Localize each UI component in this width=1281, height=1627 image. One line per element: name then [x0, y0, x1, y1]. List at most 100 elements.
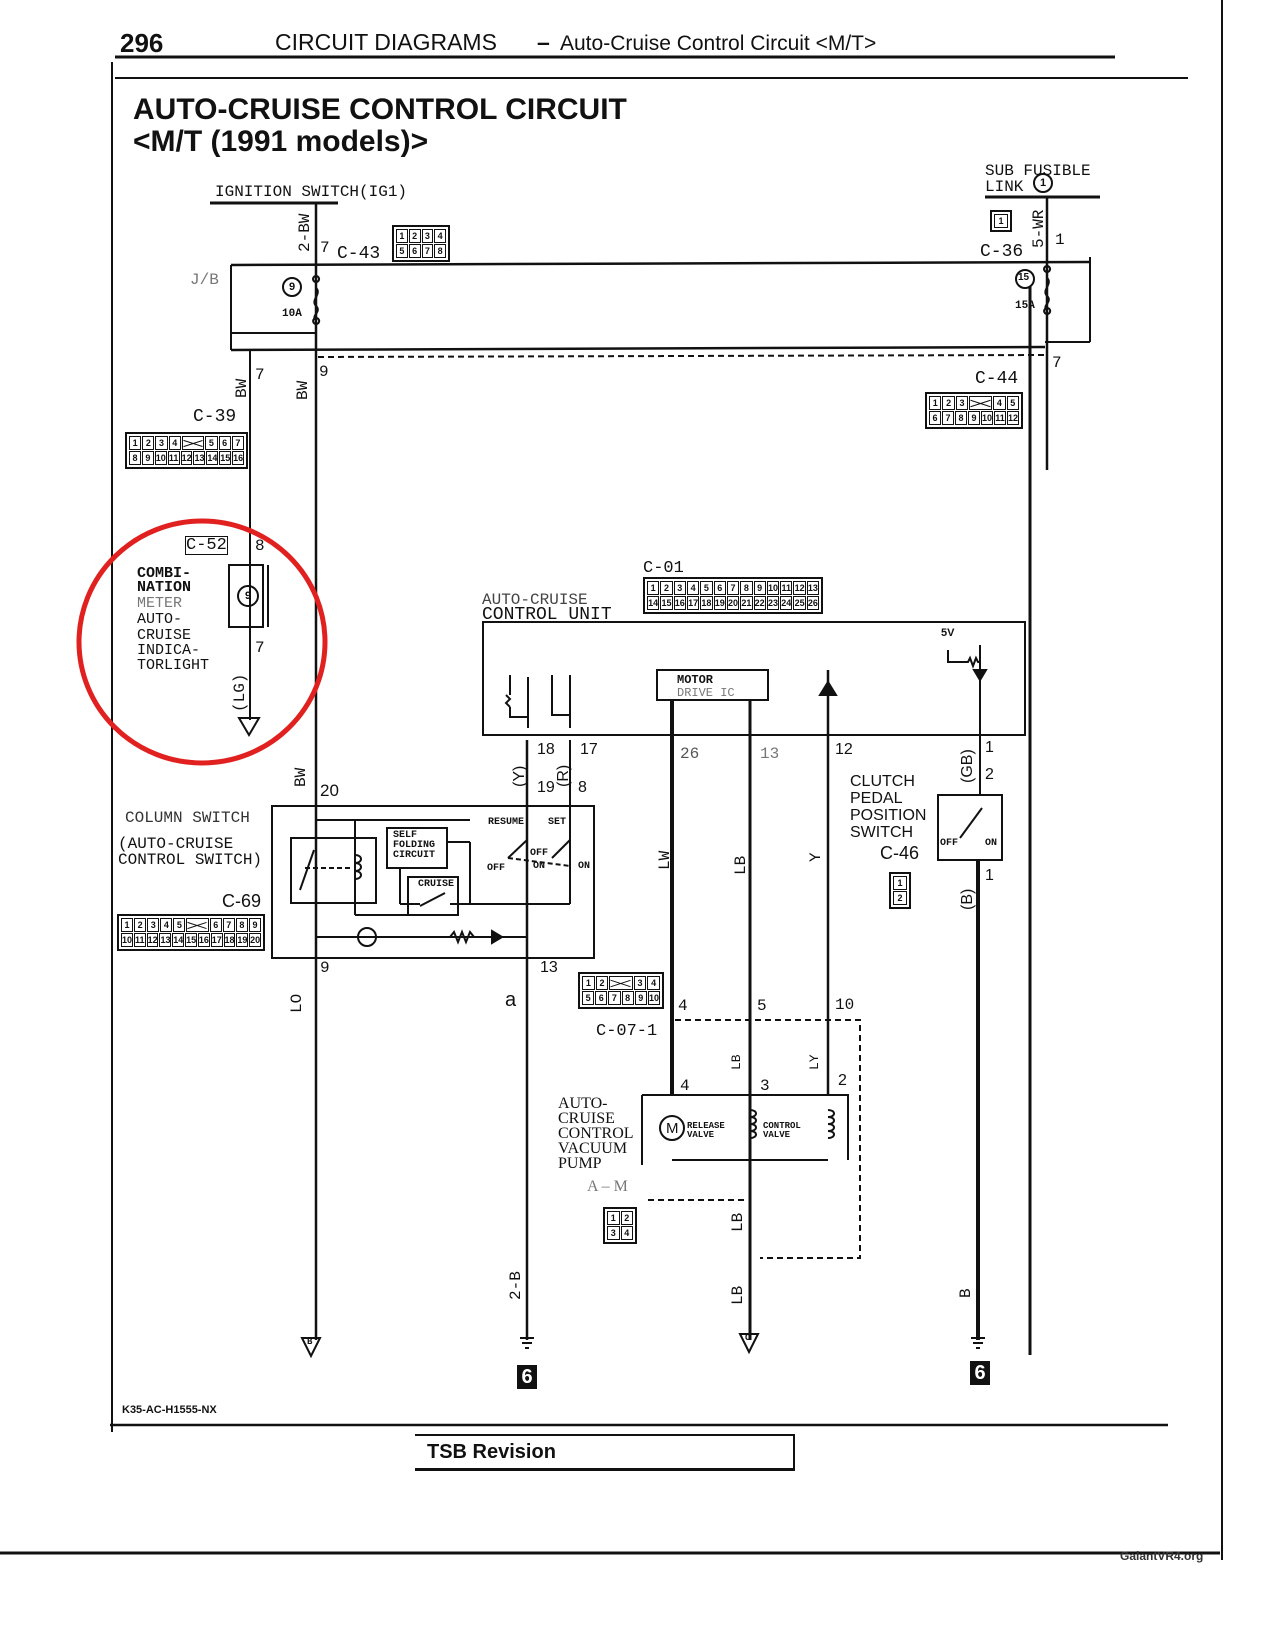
- 5v-label: 5V: [941, 627, 955, 639]
- connector-pin: 5: [700, 581, 713, 595]
- led-icon: [357, 927, 377, 947]
- self-folding-circuit-box: [386, 827, 448, 869]
- connector-label-c69: C-69: [222, 891, 262, 911]
- connector-label-c39: C-39: [193, 407, 237, 427]
- connector-pin: 5: [582, 991, 595, 1005]
- wire-5wr: 5-WR: [1030, 209, 1048, 248]
- pin: 2: [838, 1072, 847, 1089]
- connector-pin: 18: [223, 933, 236, 947]
- connector-pin: 10: [121, 933, 133, 947]
- motor-letter: M: [666, 1120, 679, 1137]
- wire-b: (B): [959, 888, 976, 910]
- ground-triangle: [237, 717, 261, 737]
- connector-pin: 17: [210, 933, 223, 947]
- column-switch-box: [271, 805, 595, 959]
- pin: 13: [540, 959, 558, 976]
- connector-pin: 8: [621, 991, 634, 1005]
- connector-pin: 1: [396, 229, 408, 243]
- connector-pin: 1: [607, 1211, 620, 1225]
- connector-label-c36: C-36: [980, 242, 1024, 262]
- connector-label-c01: C-01: [643, 559, 684, 578]
- ground-2b-symbol: [520, 1337, 534, 1349]
- meter-label: TORLIGHT: [137, 657, 210, 674]
- off-label: OFF: [940, 838, 959, 849]
- connector-pin: 12: [146, 933, 159, 947]
- connector-pin: 2: [893, 891, 907, 905]
- meter-label: CRUISE: [137, 627, 192, 644]
- wire-lw: LW: [656, 850, 674, 870]
- off-label: OFF: [530, 848, 549, 859]
- tsb-revision-box: TSB Revision: [415, 1434, 795, 1471]
- connector-pin: 8: [740, 581, 753, 595]
- motor-icon: [659, 1115, 685, 1141]
- column-switch-sub: (AUTO-CRUISE: [118, 835, 234, 853]
- pump-label: CONTROL: [558, 1125, 634, 1142]
- wire-2b: 2-B: [507, 1271, 525, 1300]
- connector-pin: 2: [942, 396, 955, 410]
- pin: 3: [760, 1077, 770, 1095]
- pin: 26: [680, 745, 700, 763]
- pin: 12: [835, 741, 853, 758]
- connector-pin: 9: [248, 918, 262, 932]
- connector-pin: 10: [154, 451, 167, 465]
- self-folding-label: FOLDING: [393, 840, 436, 851]
- pin: 18: [537, 741, 555, 758]
- meter-label: COMBI-: [137, 565, 192, 582]
- connector-pin: 19: [713, 596, 726, 610]
- pin: 19: [537, 779, 555, 796]
- connector-pin: 4: [168, 436, 181, 450]
- connector-pin: 7: [726, 581, 740, 595]
- pump-label: CRUISE: [558, 1110, 615, 1127]
- connector-pin: 9: [634, 991, 647, 1005]
- self-folding-label: CIRCUIT: [393, 850, 436, 861]
- tsb-revision-label: TSB Revision: [427, 1441, 556, 1463]
- fusible-link-1-circle: 1: [1033, 173, 1053, 193]
- zener-diode-icon: [818, 680, 838, 696]
- connector-pin: 26: [806, 596, 820, 610]
- connector-pin: 24: [780, 596, 793, 610]
- connector-label-c071: C-07-1: [596, 1022, 658, 1041]
- pin: 8: [578, 779, 587, 796]
- connector-label-c46: C-46: [880, 843, 920, 863]
- control-valve-label: VALVE: [763, 1130, 791, 1140]
- connector-blank-cavity: [186, 918, 209, 932]
- wire-y: Y: [807, 852, 825, 862]
- connector-pin: 12: [793, 581, 806, 595]
- clutch-switch-box: [937, 794, 1003, 861]
- connector-pin: 2: [660, 581, 673, 595]
- connector-label-c52: C-52: [185, 536, 228, 555]
- resume-label: RESUME: [488, 817, 525, 828]
- connector-pin: 9: [968, 411, 980, 425]
- connector-row: 2: [893, 891, 907, 905]
- pin: 9: [320, 959, 330, 977]
- connector-pin: 18: [700, 596, 713, 610]
- control-valve-coil: [827, 1109, 835, 1139]
- connector-pin: 1: [582, 976, 595, 990]
- connector-pin: 4: [434, 229, 446, 243]
- drawing-number: K35-AC-H1555-NX: [122, 1404, 217, 1416]
- connector-pin: 6: [218, 436, 231, 450]
- on-label: ON: [533, 861, 546, 872]
- connector-pin: 6: [929, 411, 941, 425]
- diagram-subtitle: <M/T (1991 models)>: [133, 125, 429, 158]
- connector-pin: 13: [806, 581, 820, 595]
- wire-ref-a: a: [505, 989, 517, 1011]
- connector-pin: 5: [396, 244, 408, 258]
- wire-r: (R): [555, 764, 572, 787]
- pin: 4: [678, 997, 688, 1015]
- clutch-label: PEDAL: [850, 790, 903, 807]
- wire-bw: BW: [233, 378, 251, 398]
- connector-pin: 16: [673, 596, 686, 610]
- pin: 20: [320, 781, 339, 800]
- pin: 7: [255, 639, 265, 657]
- ground-b2-symbol: [971, 1337, 985, 1349]
- wire-lb: LB: [732, 855, 750, 875]
- pin: 7: [1052, 354, 1062, 372]
- connector-pin: 14: [647, 596, 660, 610]
- connector-pin: 5: [205, 436, 218, 450]
